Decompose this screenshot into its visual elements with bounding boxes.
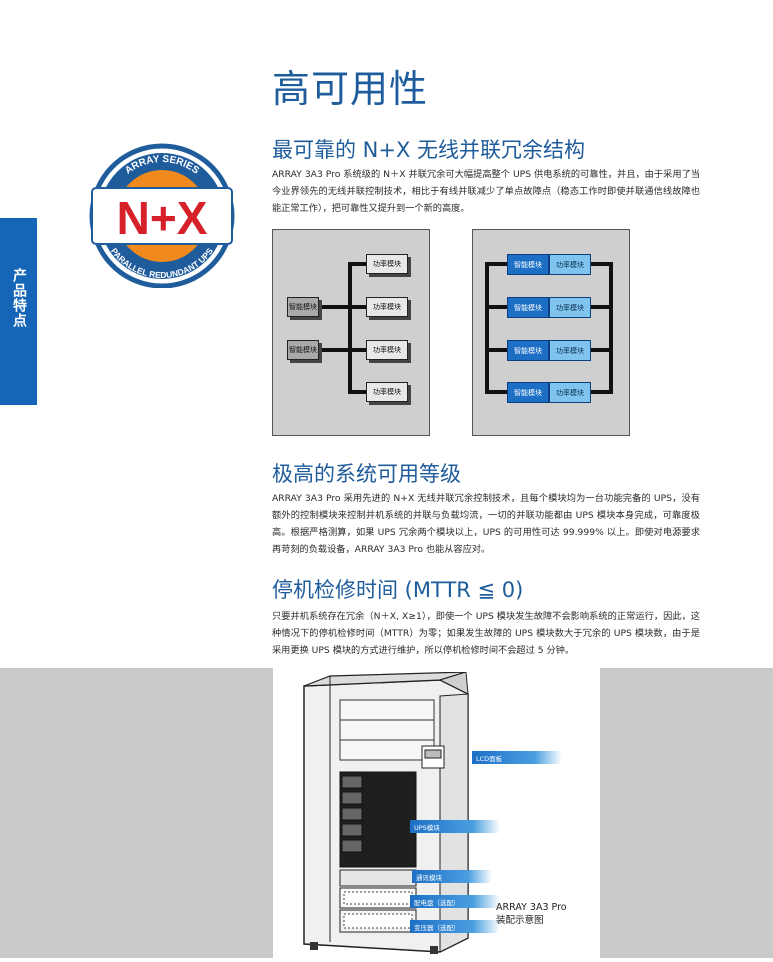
smart-module: 智能模块 — [287, 340, 319, 360]
section2-body: ARRAY 3A3 Pro 采用先进的 N+X 无线并联冗余控制技术，且每个模块… — [272, 493, 700, 555]
section1-heading: 最可靠的 N+X 无线并联冗余结构 — [272, 138, 586, 162]
smart-module: 智能模块 — [507, 340, 549, 361]
callout-lcd-panel: LCD面板 — [472, 751, 562, 764]
callout-transformer: 变压器（选配） — [410, 920, 500, 933]
smart-module: 智能模块 — [507, 254, 549, 275]
callout-distribution: 配电盘（选配） — [410, 895, 500, 908]
ups-cabinet-illustration — [290, 671, 480, 958]
side-tab: 产品特点 — [0, 218, 37, 405]
power-module: 功率模块 — [549, 382, 591, 403]
section3-heading: 停机检修时间 (MTTR ≦ 0) — [272, 578, 524, 602]
power-module: 功率模块 — [366, 382, 408, 402]
power-module: 功率模块 — [549, 340, 591, 361]
caption-line-2: 装配示意图 — [496, 915, 544, 926]
power-module: 功率模块 — [366, 297, 408, 317]
power-module: 功率模块 — [549, 297, 591, 318]
gray-band-right — [600, 668, 773, 958]
gray-band-left — [0, 668, 273, 958]
section2-heading: 极高的系统可用等级 — [272, 462, 461, 486]
smart-module: 智能模块 — [287, 297, 319, 317]
cabinet-caption: ARRAY 3A3 Pro 装配示意图 — [496, 901, 567, 927]
power-module: 功率模块 — [549, 254, 591, 275]
power-module: 功率模块 — [366, 254, 408, 274]
page-title: 高可用性 — [272, 67, 429, 111]
smart-module: 智能模块 — [507, 297, 549, 318]
section3-body: 只要并机系统存在冗余（N＋X, X≥1），即使一个 UPS 模块发生故障不会影响… — [272, 611, 700, 656]
callout-comm-module: 通讯模块 — [412, 870, 492, 883]
nx-logo: ARRAY SERIES PARALLEL REDUNDANT UPS N+X — [78, 138, 246, 292]
diagram-wireless-parallel: 智能模块 功率模块 智能模块 功率模块 智能模块 功率模块 智能模块 功率模块 — [472, 229, 630, 436]
power-module: 功率模块 — [366, 340, 408, 360]
diagram-wired-parallel: 智能模块 智能模块 功率模块 功率模块 功率模块 功率模块 — [272, 229, 430, 436]
section1-body: ARRAY 3A3 Pro 系统级的 N＋X 并联冗余可大幅提高整个 UPS 供… — [272, 169, 700, 214]
logo-text-main: N+X — [117, 192, 208, 244]
smart-module: 智能模块 — [507, 382, 549, 403]
caption-line-1: ARRAY 3A3 Pro — [496, 902, 567, 913]
side-tab-label: 产品特点 — [11, 268, 27, 328]
callout-ups-module: UPS模块 — [410, 820, 500, 833]
